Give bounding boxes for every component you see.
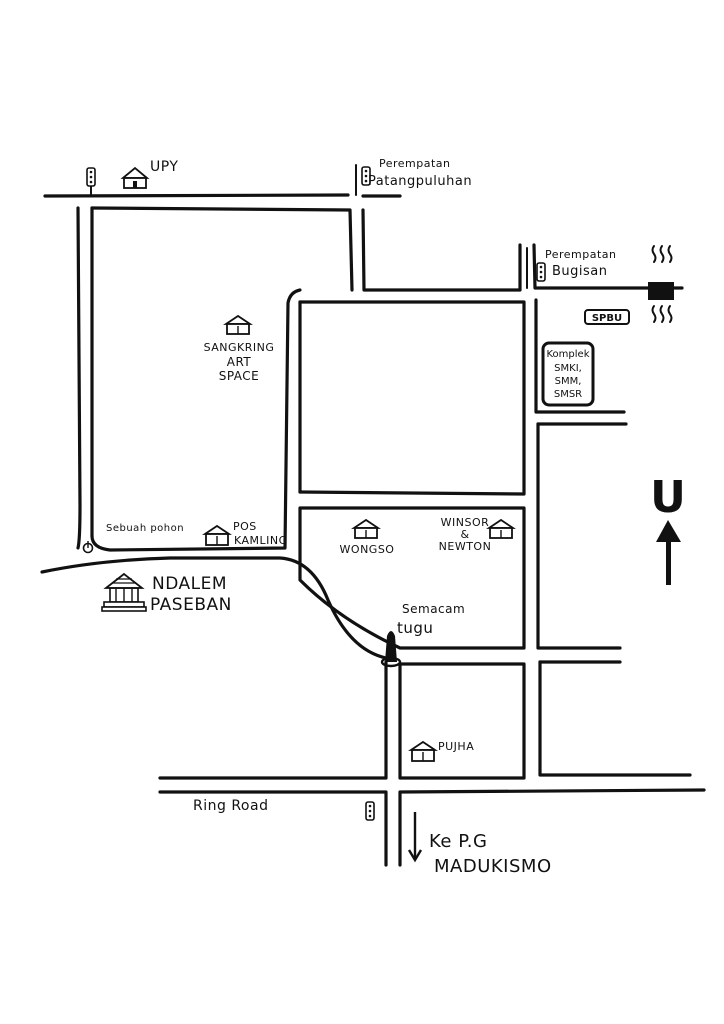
tree-icon (82, 541, 94, 554)
winsor-label: WINSOR (441, 516, 490, 529)
space-label: SPACE (219, 369, 260, 383)
down-arrow-icon (407, 812, 423, 863)
madukismo-label: MADUKISMO (434, 856, 552, 877)
block-middle (298, 506, 526, 650)
smki-label: SMKI, (554, 363, 582, 374)
paseban-label: PASEBAN (150, 595, 232, 615)
spbu-box (584, 309, 630, 325)
block-south (398, 662, 526, 780)
sebuah-pohon-label: Sebuah pohon (106, 523, 184, 534)
block-north (298, 300, 526, 496)
road-lower-right (538, 660, 692, 777)
bugisan-label: Bugisan (552, 264, 608, 279)
ampersand-label: & (460, 528, 469, 541)
road-top-lower (90, 206, 354, 292)
newton-label: NEWTON (439, 540, 492, 553)
upy-label: UPY (150, 159, 178, 175)
road-top-upper (43, 193, 350, 198)
patangpuluhan-label: Patangpuluhan (368, 174, 472, 189)
railway-icon (648, 245, 674, 323)
house-icon (223, 314, 253, 335)
ring-road-label: Ring Road (193, 798, 268, 814)
road-lower-curve-inner (90, 288, 302, 552)
traffic-light-icon (86, 167, 96, 196)
wongso-label: WONGSO (340, 543, 395, 556)
komplek-box (541, 341, 595, 407)
komplek-label: Komplek (547, 349, 590, 360)
north-label: U (650, 472, 686, 523)
ndalem-label: NDALEM (152, 574, 227, 594)
road-lower-left (158, 660, 388, 780)
smm-label: SMM, (555, 376, 582, 387)
pujha-label: PUJHA (438, 740, 474, 753)
house-icon (351, 518, 381, 539)
ring-road-left (158, 790, 388, 867)
smsr-label: SMSR (554, 389, 582, 400)
perempatan-label: Perempatan (379, 157, 451, 170)
monument-icon (380, 631, 402, 668)
art-label: ART (227, 355, 252, 369)
ring-road-right (398, 788, 706, 867)
road-top-right-lower (361, 208, 522, 292)
sangkring-label: SANGKRING (204, 341, 275, 354)
tugu-label: tugu (397, 619, 433, 637)
road-right-top (532, 243, 684, 290)
roads (40, 193, 706, 867)
house-icon (120, 166, 150, 189)
perempatan-bugisan-label: Perempatan (545, 248, 617, 261)
house-icon (202, 524, 232, 546)
semacam-label: Semacam (402, 602, 465, 616)
kamling-label: KAMLING (234, 534, 288, 547)
spbu-label: SPBU (592, 313, 622, 324)
road-right-lower (534, 298, 626, 414)
pendopo-icon (101, 572, 147, 612)
traffic-light-icon (355, 164, 371, 196)
traffic-light-icon (365, 801, 375, 821)
road-left-outer (76, 206, 82, 550)
house-icon (486, 518, 516, 539)
north-arrow-icon: U (650, 472, 686, 585)
pos-label: POS (233, 520, 257, 533)
traffic-light-icon (526, 247, 546, 289)
road-right-vertical (536, 422, 622, 650)
house-icon (408, 740, 438, 762)
ke-pg-label: Ke P.G (429, 831, 487, 852)
